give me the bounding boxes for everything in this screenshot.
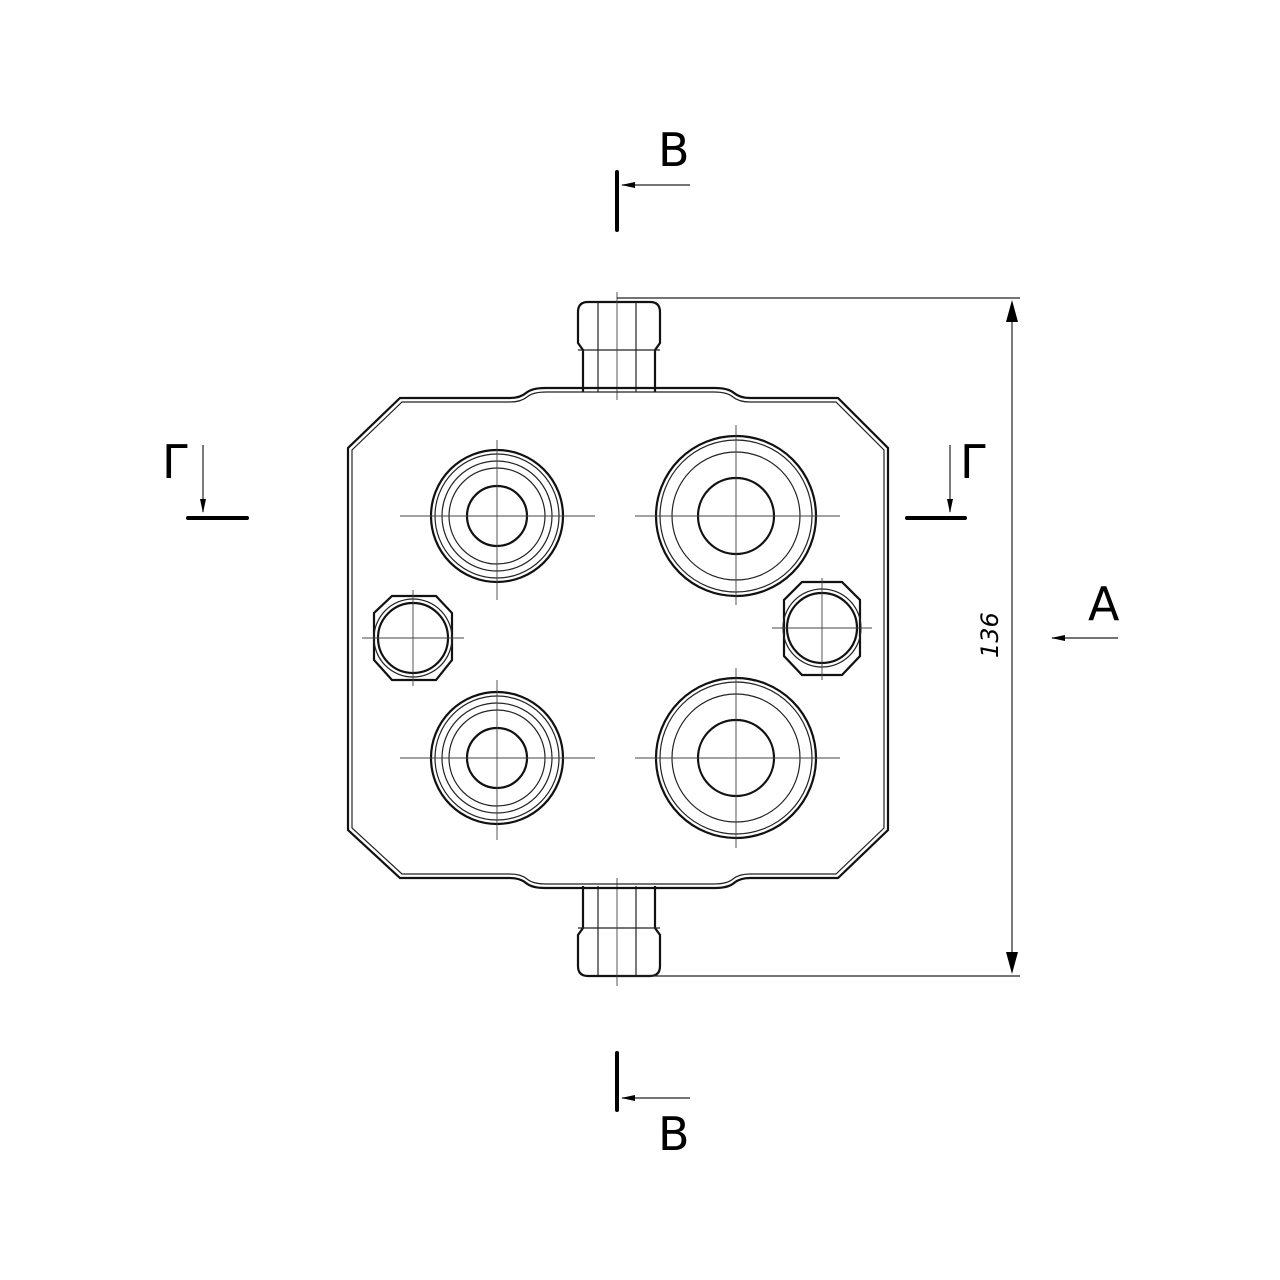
section-label-right: Г [960,435,988,489]
section-mark-top: В [615,123,690,232]
port-upper-right [635,425,840,605]
port-upper-left [400,440,595,600]
hex-port-right [772,578,872,680]
section-label-left: Г [162,435,190,489]
section-label-bottom: В [658,1107,690,1161]
main-body-outline [346,386,890,890]
section-mark-left: Г [162,435,249,520]
main-body-inner-outline [351,391,885,885]
port-lower-left [400,680,595,840]
section-label-top: В [658,123,690,177]
section-mark-bottom: В [615,1051,690,1161]
height-dimension: 136 [617,297,1020,977]
port-lower-right [635,668,840,848]
height-dimension-value: 136 [976,612,1004,658]
top-nozzle [576,292,662,400]
section-mark-right: Г [905,435,988,520]
view-arrow-a: А [1051,577,1120,641]
bottom-nozzle [576,878,662,986]
hex-port-left [362,590,464,686]
view-label-a: А [1088,577,1120,631]
